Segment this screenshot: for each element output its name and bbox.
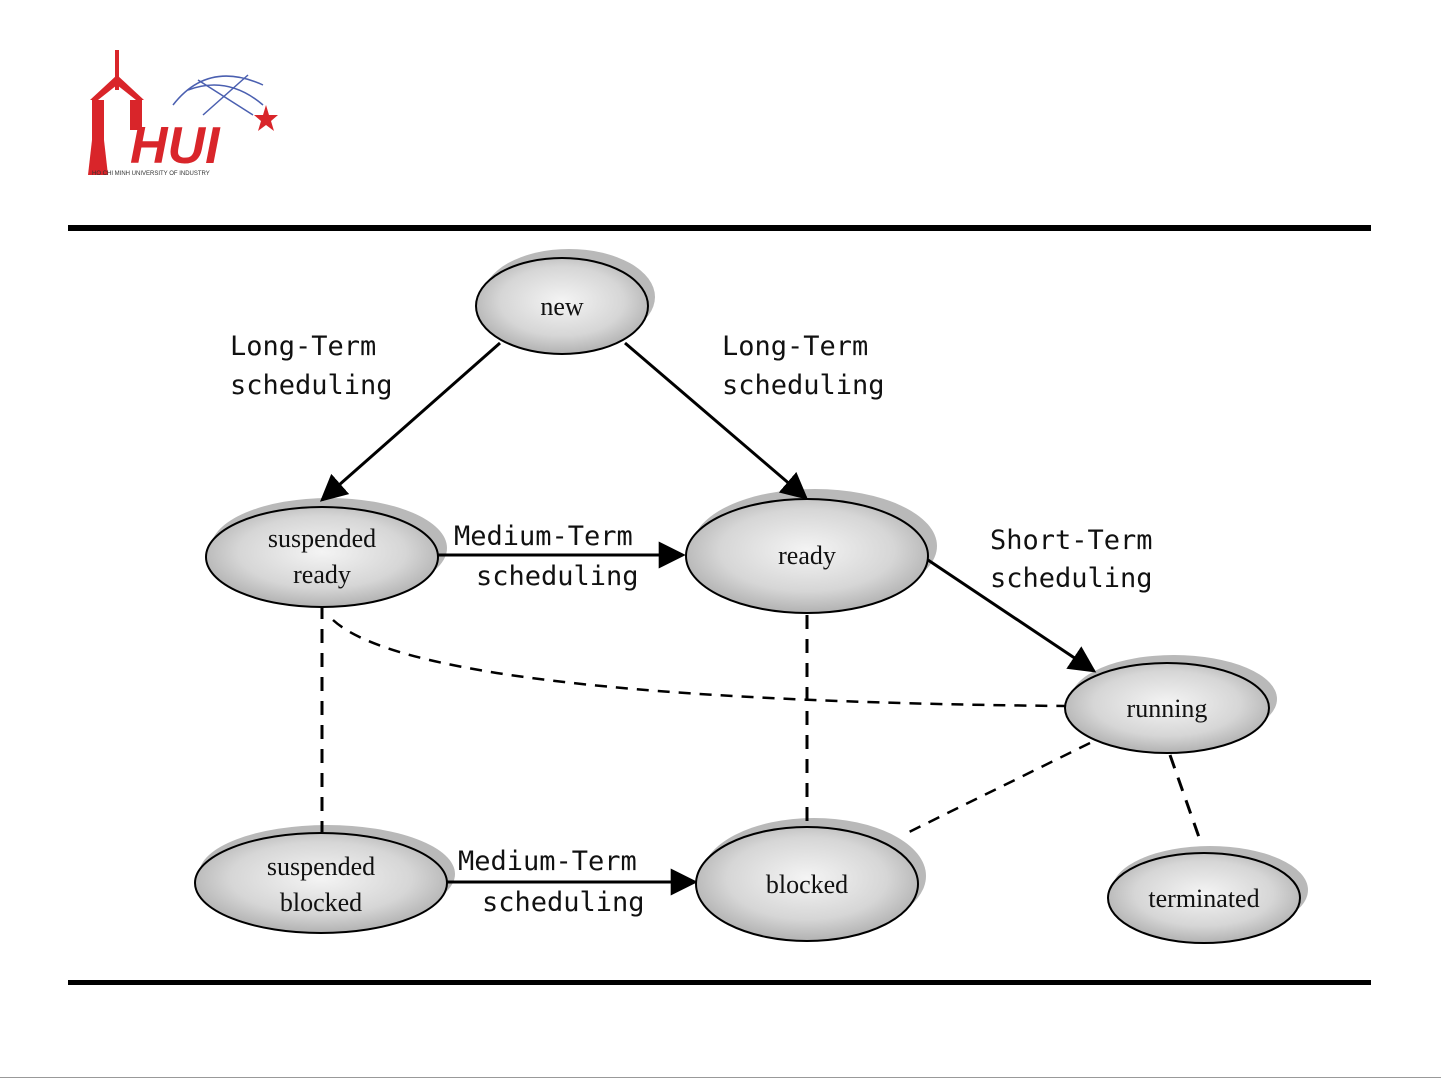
state-new-label: new	[540, 292, 584, 321]
state-suspended-ready-label-1: suspended	[268, 524, 376, 553]
label-long-term-right-1: Long-Term	[722, 331, 868, 362]
dash-running-to-blocked	[905, 743, 1090, 834]
dashed-transitions	[322, 605, 1200, 840]
state-new: new	[476, 258, 648, 354]
state-running: running	[1065, 663, 1269, 753]
label-short-term-2: scheduling	[990, 563, 1153, 594]
state-ready: ready	[686, 499, 928, 613]
solid-transitions	[322, 343, 1094, 882]
state-terminated-label: terminated	[1148, 884, 1259, 913]
dash-running-to-terminated	[1170, 755, 1200, 840]
label-medium-term-bottom-2: scheduling	[482, 887, 645, 918]
label-medium-term-bottom-1: Medium-Term	[458, 846, 637, 877]
arrow-new-to-suspended-ready	[322, 343, 500, 500]
state-ready-label: ready	[778, 541, 836, 570]
arrow-new-to-ready	[625, 343, 806, 498]
label-long-term-left-2: scheduling	[230, 370, 393, 401]
state-terminated: terminated	[1108, 853, 1300, 943]
label-medium-term-top-2: scheduling	[476, 561, 639, 592]
state-blocked-label: blocked	[766, 870, 848, 899]
label-long-term-right-2: scheduling	[722, 370, 885, 401]
label-long-term-left-1: Long-Term	[230, 331, 376, 362]
state-suspended-blocked: suspended blocked	[195, 833, 447, 933]
state-suspended-ready: suspended ready	[206, 507, 438, 607]
label-medium-term-top-1: Medium-Term	[454, 521, 633, 552]
state-suspended-ready-label-2: ready	[293, 560, 351, 589]
state-running-label: running	[1127, 694, 1208, 723]
state-suspended-blocked-label-1: suspended	[267, 852, 375, 881]
label-short-term-1: Short-Term	[990, 525, 1153, 556]
state-blocked: blocked	[696, 827, 918, 941]
dash-suspended-ready-to-running	[333, 620, 1065, 706]
state-suspended-blocked-label-2: blocked	[280, 888, 362, 917]
